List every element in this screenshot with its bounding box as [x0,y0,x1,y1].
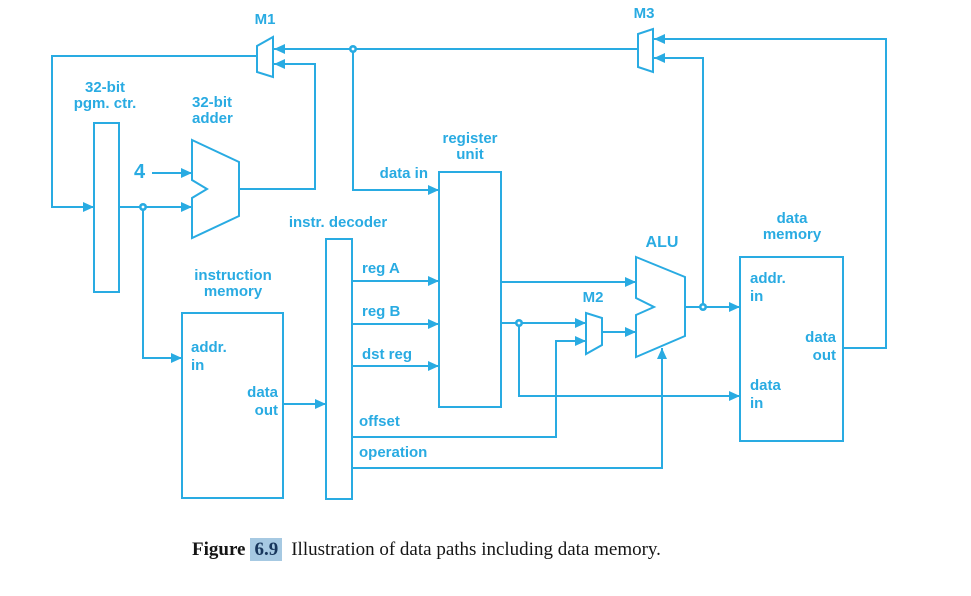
junction-dot [515,319,523,327]
alu-shape [635,255,686,359]
data-memory-addr-in-label: addr. in [750,270,786,305]
increment-4-label: 4 [134,161,146,183]
wire-adder-to-m1 [239,59,316,190]
dst-reg-label: dst reg [362,346,413,363]
m3-label: M3 [633,5,655,22]
reg-b-label: reg B [362,303,401,320]
caption-figure-number: 6.9 [250,538,283,561]
adder-shape [191,138,240,240]
m1-label: M1 [254,11,276,28]
m3-mux-shape [637,27,654,74]
wire-register-out-b-to-data-memory-data-in [518,323,740,401]
alu-label: ALU [645,234,679,251]
wire-data-memory-out-to-m3 [654,34,887,349]
wire-offset-to-m2 [352,336,586,438]
instruction-memory-addr-in-label: addr. in [191,339,227,374]
junction-dot [699,303,707,311]
caption-text: Illustration of data paths including dat… [291,539,661,560]
offset-label: offset [359,413,400,430]
instr-decoder-label: instr. decoder [288,214,388,231]
pgm-ctr-box [93,122,120,293]
instruction-memory-label: instruction memory [194,267,272,300]
data-memory-label: data memory [762,210,822,243]
data-memory-box [739,256,844,442]
m2-label: M2 [582,289,604,306]
reg-a-label: reg A [362,260,400,277]
data-memory-data-out-label: data out [805,329,836,364]
data-in-label: data in [379,165,428,182]
pgm-ctr-label: 32-bit pgm. ctr. [73,79,137,112]
wire-m3-branch-to-register-data-in [352,49,439,195]
instruction-memory-box [181,312,284,499]
wire-m1-to-pgm-ctr [51,55,257,212]
wire-alu-branch-to-m3 [654,53,704,307]
adder-label: 32-bit adder [192,94,233,127]
wire-pgm-ctr-to-instruction-memory [142,207,182,363]
operation-label: operation [359,444,428,461]
junction-dot [139,203,147,211]
instruction-memory-data-out-label: data out [247,384,278,419]
data-memory-data-in-label: data in [750,377,781,412]
register-unit-label: register unit [442,130,498,163]
instr-decoder-box [325,238,353,500]
junction-dot [349,45,357,53]
wire-operation-to-alu [352,348,667,469]
m2-mux-shape [585,311,603,356]
caption-figure-word: Figure [192,539,246,560]
register-unit-box [438,171,502,408]
m1-mux-shape [256,35,274,79]
